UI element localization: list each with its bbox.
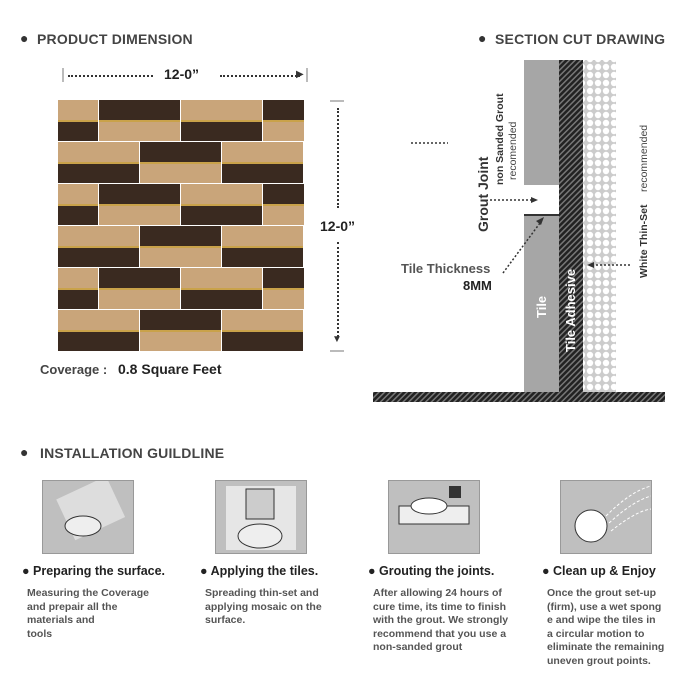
mosaic-tile: [140, 310, 221, 351]
step-illustration: [388, 480, 480, 554]
grout-note: non Sanded Grout: [494, 93, 506, 185]
mosaic-tile-sheet: [58, 100, 304, 351]
mosaic-tile: [58, 100, 98, 141]
step-title: ● Clean up & Enjoy: [542, 564, 656, 578]
coverage-value: 0.8 Square Feet: [118, 361, 222, 377]
height-dim-line: [337, 242, 339, 337]
dim-tick: [62, 68, 64, 82]
grout-joint-label: Grout Joint: [475, 156, 491, 232]
grout-float-icon: [398, 486, 470, 525]
mosaic-tile: [222, 142, 303, 183]
mosaic-tile: [99, 268, 180, 309]
thinset-layer: [583, 60, 616, 397]
step-title-text: Applying the tiles.: [210, 564, 319, 578]
bullet: ●: [478, 30, 487, 46]
tile-adhesive-label: Tile Adhesive: [563, 268, 578, 352]
step-title: ● Applying the tiles.: [200, 564, 319, 578]
measuring-icon: [56, 481, 126, 541]
height-dim-line: [337, 108, 339, 208]
mosaic-tile: [99, 100, 180, 141]
coverage-label: Coverage :: [40, 362, 108, 377]
tile-thickness-label: Tile Thickness: [401, 261, 491, 276]
step-illustration: [215, 480, 307, 554]
grout-note-2: recomended: [507, 121, 519, 180]
tile-label: Tile: [534, 295, 549, 318]
installation-heading: INSTALLATION GUILDLINE: [40, 445, 225, 461]
width-label: 12-0”: [164, 66, 200, 82]
height-label: 12-0”: [320, 218, 356, 234]
mosaic-tile: [181, 100, 262, 141]
tile-lower: [524, 215, 559, 397]
floor-base: [373, 392, 665, 402]
mosaic-tile: [58, 142, 139, 183]
mosaic-tile: [58, 226, 139, 267]
sponge-icon: [574, 485, 651, 543]
mosaic-tile: [222, 226, 303, 267]
bullet: ●: [20, 30, 29, 46]
width-dim-line: [220, 75, 300, 77]
bullet: ●: [20, 444, 29, 460]
step-description: Spreading thin-set and applying mosaic o…: [205, 587, 322, 626]
section-cut-drawing: [373, 60, 665, 402]
dim-tick: [306, 68, 308, 82]
step-illustration: [560, 480, 652, 554]
mosaic-tile: [263, 100, 304, 141]
mosaic-tile: [181, 184, 262, 225]
step-title-text: Preparing the surface.: [33, 564, 166, 578]
width-dim-line: [68, 75, 153, 77]
mosaic-tile: [181, 268, 262, 309]
step-title-text: Grouting the joints.: [379, 564, 495, 578]
mosaic-tile: [140, 142, 221, 183]
mosaic-tile: [140, 226, 221, 267]
step-description: Once the grout set-up (firm), use a wet …: [547, 587, 665, 667]
mosaic-tile: [263, 268, 304, 309]
step-description: Measuring the Coverage and prepair all t…: [27, 587, 149, 640]
step-title: ● Grouting the joints.: [368, 564, 495, 578]
mosaic-tile: [58, 310, 139, 351]
mosaic-tile: [263, 184, 304, 225]
arrow-down-icon: ▼: [332, 334, 342, 345]
section-cut-heading: SECTION CUT DRAWING: [495, 31, 666, 47]
mosaic-tile: [58, 268, 98, 309]
adhesive-layer: [559, 60, 583, 397]
step-illustration: [42, 480, 134, 554]
dim-tick: [330, 350, 344, 352]
step-description: After allowing 24 hours of cure time, it…: [373, 587, 509, 653]
dim-tick: [330, 100, 344, 102]
product-dimension-heading: PRODUCT DIMENSION: [37, 31, 193, 47]
thinset-label-2: recommended: [638, 124, 650, 192]
arrow-right-icon: ▶: [296, 69, 304, 80]
tile-upper: [524, 60, 559, 185]
step-title-text: Clean up & Enjoy: [553, 564, 656, 578]
trowel-icon: [226, 486, 296, 550]
mosaic-tile: [58, 184, 98, 225]
mosaic-tile: [222, 310, 303, 351]
step-title: ● Preparing the surface.: [22, 564, 166, 578]
tile-thickness-value: 8MM: [463, 278, 492, 293]
mosaic-tile: [99, 184, 180, 225]
thinset-label: White Thin-Set: [638, 204, 650, 279]
